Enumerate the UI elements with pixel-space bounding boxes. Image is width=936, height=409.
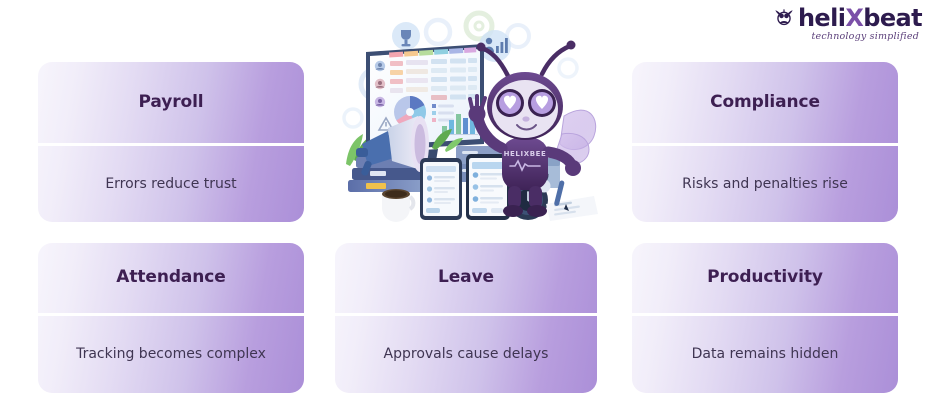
card-compliance-body: Risks and penalties rise [632, 146, 898, 222]
card-compliance-description: Risks and penalties rise [682, 175, 848, 192]
card-attendance-header: Attendance [38, 243, 304, 313]
logo-text-last: beat [863, 4, 922, 32]
mascot-waving-hand [468, 94, 487, 123]
logo-wordmark-row: heliXbeat [773, 4, 923, 32]
document-and-pen [546, 180, 598, 221]
logo-wordmark: heliXbeat [797, 4, 923, 32]
logo-tagline: technology simplified [811, 31, 919, 42]
card-attendance[interactable]: Attendance Tracking becomes complex [38, 243, 304, 393]
card-leave-header: Leave [335, 243, 597, 313]
card-payroll-divider [38, 143, 304, 146]
bee-mascot: HELIXBEE [468, 40, 597, 217]
card-payroll-title: Payroll [138, 91, 204, 112]
card-compliance-header: Compliance [632, 62, 898, 143]
tablet-device [420, 158, 462, 220]
card-productivity-description: Data remains hidden [691, 346, 839, 363]
coffee-mug [382, 189, 416, 222]
employee-avatar-list [374, 60, 386, 108]
card-payroll-header: Payroll [38, 62, 304, 143]
dashboard-header-bar [388, 47, 477, 58]
card-payroll-description: Errors reduce trust [105, 175, 237, 192]
card-leave-body: Approvals cause delays [335, 316, 597, 393]
card-productivity-body: Data remains hidden [632, 316, 898, 393]
pie-chart-legend [432, 104, 454, 122]
card-attendance-title: Attendance [116, 267, 226, 288]
card-compliance[interactable]: Compliance Risks and penalties rise [632, 62, 898, 222]
brand-logo: heliXbeat technology simplified [762, 4, 923, 50]
growth-chart-icon [479, 30, 511, 62]
second-tablet-device [466, 154, 510, 220]
card-attendance-body: Tracking becomes complex [38, 316, 304, 393]
card-attendance-divider [38, 313, 304, 316]
bee-logo-icon [773, 6, 795, 28]
card-attendance-description: Tracking becomes complex [76, 346, 266, 363]
mascot-chest-text: HELIXBEE [504, 150, 547, 158]
card-payroll[interactable]: Payroll Errors reduce trust [38, 62, 304, 222]
trophy-icon [392, 22, 420, 50]
dashboard-table [390, 58, 477, 100]
card-payroll-body: Errors reduce trust [38, 146, 304, 222]
logo-text-x: X [845, 4, 864, 32]
card-leave-divider [335, 313, 597, 316]
card-productivity-header: Productivity [632, 243, 898, 313]
card-compliance-divider [632, 143, 898, 146]
card-leave-description: Approvals cause delays [383, 346, 549, 363]
megaphone [356, 116, 429, 176]
logo-text-first: heli [797, 4, 846, 32]
card-productivity-title: Productivity [707, 267, 823, 288]
card-leave[interactable]: Leave Approvals cause delays [335, 243, 597, 393]
card-productivity-divider [632, 313, 898, 316]
card-leave-title: Leave [438, 267, 494, 288]
hr-dashboard-with-bee-mascot-illustration: HELIXBEE [332, 8, 600, 230]
card-productivity[interactable]: Productivity Data remains hidden [632, 243, 898, 393]
card-compliance-title: Compliance [710, 91, 820, 112]
alert-icon [377, 116, 395, 131]
